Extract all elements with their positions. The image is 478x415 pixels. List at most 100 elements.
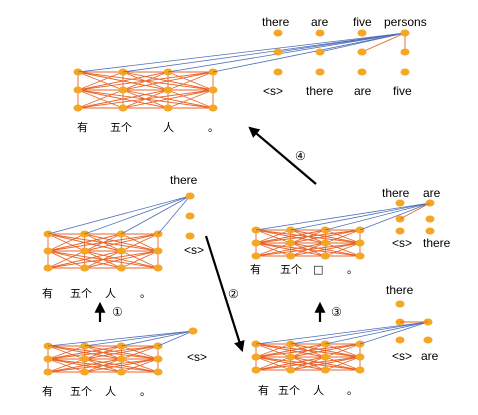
panel1-enc-edge: [121, 345, 159, 360]
panel5-output-token-2: are: [311, 15, 329, 29]
panel2-output-token: there: [170, 173, 198, 187]
panel3-enc-node: [355, 366, 365, 374]
panel2-attention-edge: [157, 195, 191, 235]
panel3-attention-edge: [290, 321, 429, 345]
panel1-enc-edge: [47, 358, 122, 373]
graphics-layer: [43, 29, 435, 376]
panel5-attention-edge: [319, 32, 406, 53]
panel2-enc-edge: [47, 233, 122, 252]
panel3-enc-edge: [290, 343, 361, 358]
panel5-enc-edge: [77, 89, 124, 109]
panel3-enc-edge: [255, 356, 361, 371]
panel5-enc-node: [118, 104, 128, 112]
panel5-decoder-node: [273, 68, 283, 76]
panel5-input-token-4: five: [393, 84, 412, 98]
panel1-enc-node: [43, 355, 53, 363]
panel2-enc-node: [43, 264, 53, 272]
panel1-attention-edge: [157, 330, 194, 347]
panel4-enc-edge: [325, 229, 361, 244]
panel4-enc-edge: [290, 242, 361, 257]
panel1-enc-edge: [121, 358, 159, 373]
panel5-enc-edge: [167, 89, 214, 109]
panel4-enc-edge: [255, 229, 326, 244]
panel1-src-token-1: 有: [42, 384, 53, 398]
step-4-arrow: [248, 126, 317, 185]
panel5-enc-edge: [122, 71, 214, 91]
panel4-enc-edge: [325, 242, 361, 257]
step-2-arrow: [204, 235, 245, 353]
panel3-enc-edge: [325, 343, 361, 358]
panel5-decoder-node: [357, 68, 367, 76]
panel1-enc-edge: [47, 345, 85, 360]
panel1-src-token-3: 人: [105, 385, 116, 398]
panel5-decoder-node: [315, 68, 325, 76]
panel1-attention-edge: [47, 330, 194, 347]
panel3-enc-edge: [325, 356, 361, 371]
panel2-attention-edge: [84, 195, 191, 235]
panel2-enc-node: [116, 264, 126, 272]
panel3-enc-edge: [290, 356, 361, 371]
panel4-self-edge: [399, 202, 431, 220]
step-3-label: ③: [331, 305, 342, 319]
panel3-enc-edge: [255, 343, 291, 358]
panel1-enc-node: [80, 355, 90, 363]
panel3-src-token-4: 。: [347, 384, 358, 397]
panel2-attention-edge: [47, 195, 191, 235]
panel5-src-token-3: 人: [163, 121, 174, 134]
panel5-decoder-node: [357, 29, 367, 37]
panel4-enc-node: [286, 252, 296, 260]
panel2-enc-node: [153, 247, 163, 255]
panel4-enc-edge: [255, 242, 326, 257]
panel3-attention-edge: [325, 321, 429, 345]
step-2-label: ②: [228, 287, 239, 301]
panel4-enc-node: [355, 239, 365, 247]
panel5-enc-node: [118, 86, 128, 94]
panel5-src-token-2: 五个: [110, 121, 132, 134]
panel5-decoder-node: [400, 29, 410, 37]
panel5-decoder-node: [273, 48, 283, 56]
panel3-enc-node: [286, 353, 296, 361]
panel5-src-token-4: 。: [208, 121, 219, 134]
panel5-decoder-node: [400, 68, 410, 76]
panel1-enc-node: [43, 368, 53, 376]
panel3-enc-edge: [255, 356, 326, 371]
panel4-src-token-3: □: [313, 263, 323, 276]
panel5-input-token-1: <s>: [263, 84, 283, 98]
panel4-attention-edge: [255, 202, 431, 231]
panel1-enc-node: [80, 368, 90, 376]
panel5-enc-edge: [77, 71, 124, 91]
panel5-output-token-4: persons: [384, 15, 427, 29]
panel4-src-token-1: 有: [250, 262, 261, 276]
panel5-enc-edge: [77, 71, 169, 91]
panel5-attention-edge: [77, 32, 406, 73]
panel5-decoder-node: [273, 29, 283, 37]
panel3-enc-node: [251, 353, 261, 361]
panel5-attention-edge: [277, 32, 406, 53]
panel3-enc-edge: [255, 343, 361, 358]
panel2-enc-edge: [121, 233, 159, 252]
panel5-enc-edge: [77, 71, 214, 91]
panel1-enc-node: [116, 355, 126, 363]
panel2-enc-edge: [121, 250, 159, 269]
panel2-enc-edge: [47, 250, 122, 269]
panel5-enc-node: [163, 86, 173, 94]
panel4-enc-edge: [255, 229, 361, 244]
panel2-enc-node: [116, 247, 126, 255]
panel3-src-token-3: 人: [313, 384, 324, 397]
panel2-enc-edge: [84, 233, 159, 252]
panel5-src-token-1: 有: [77, 120, 88, 134]
panel3-enc-edge: [255, 343, 326, 358]
panel5-enc-node: [208, 104, 218, 112]
panel4-src-token-4: 。: [347, 263, 358, 276]
panel2-enc-edge: [47, 250, 159, 269]
panel3-enc-node: [320, 353, 330, 361]
panel2-enc-node: [80, 264, 90, 272]
panel2-src-token-2: 五个: [70, 287, 92, 300]
panel3-enc-node: [355, 353, 365, 361]
panel4-enc-node: [251, 239, 261, 247]
panel5-input-token-3: are: [354, 84, 372, 98]
panel4-enc-node: [355, 252, 365, 260]
panel3-src-token-2: 五个: [278, 384, 300, 397]
panel4-enc-node: [320, 239, 330, 247]
